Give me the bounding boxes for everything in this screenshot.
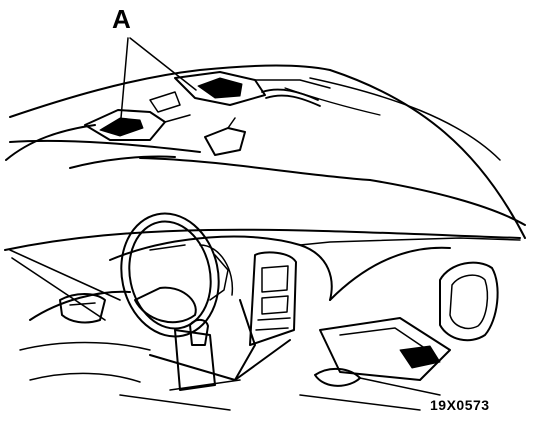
glove-box (314, 317, 451, 396)
callout-leaders (120, 37, 197, 119)
center-console (149, 318, 291, 391)
side-air-vent (439, 261, 499, 342)
overhead-handle (261, 88, 321, 107)
windshield-pillar (9, 249, 121, 321)
callout-label-a: A (112, 4, 131, 34)
floor-lines (119, 394, 421, 411)
left-sun-visor (84, 91, 191, 141)
figure-reference-code: 19X0573 (430, 397, 490, 413)
dashboard (109, 235, 521, 381)
headliner (4, 64, 526, 251)
steering-wheel (120, 212, 234, 338)
right-sun-visor (174, 71, 331, 106)
rear-view-mirror (204, 117, 246, 156)
door-panel (19, 290, 151, 383)
